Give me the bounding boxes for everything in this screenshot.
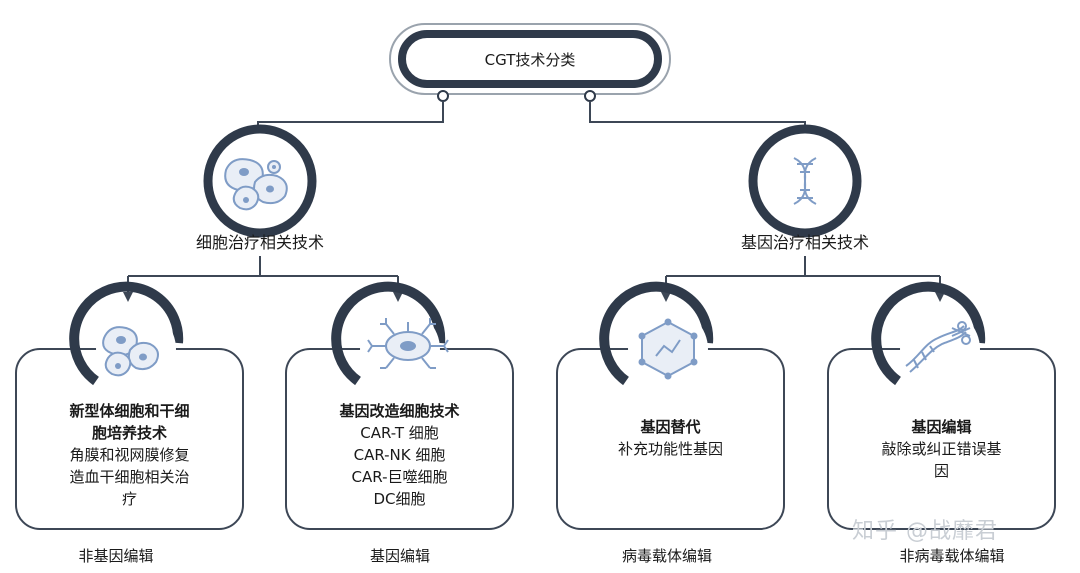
gene-scissors-icon [905,321,971,373]
card-1-text: 新型体细胞和干细 胞培养技术 角膜和视网膜修复 造血干细胞相关治 疗 [16,400,243,510]
card-2-body-line: DC细胞 [373,490,426,508]
card-4-caption: 非病毒载体编辑 [899,547,1005,565]
card-3-body-line: 补充功能性基因 [617,440,723,458]
card-1-caption: 非基因编辑 [78,547,154,565]
card-4 [827,281,1056,530]
card-2-text: 基因改造细胞技术 CAR-T 细胞 CAR-NK 细胞 CAR-巨噬细胞 DC细… [286,400,513,510]
card-1-body-line: 角膜和视网膜修复 [69,446,190,464]
engineered-cell-icon [367,318,449,369]
card-2-body-line: CAR-NK 细胞 [353,446,446,464]
card-1-body-line: 疗 [121,490,137,508]
branch-label-cell-therapy: 细胞治疗相关技术 [195,233,324,252]
card-2-body-line: CAR-巨噬细胞 [351,468,448,486]
card-2-title-line: 基因改造细胞技术 [339,402,460,420]
card-2 [285,281,514,530]
card-1-title-line: 胞培养技术 [91,424,167,442]
card-4-body-line: 敲除或纠正错误基 [881,440,1002,458]
card-2-caption: 基因编辑 [369,547,430,565]
card-4-title-line: 基因编辑 [911,418,972,436]
card-3-title-line: 基因替代 [640,418,701,436]
viral-vector-icon [638,318,698,380]
root-connectors [253,101,810,138]
card-3-caption: 病毒载体编辑 [621,547,712,565]
cells-icon [224,158,288,211]
root-node [389,23,671,102]
root-label: CGT技术分类 [484,51,576,69]
card-1-title-line: 新型体细胞和干细 [69,402,190,420]
card-2-body-line: CAR-T 细胞 [360,424,439,442]
card-3-text: 基因替代 补充功能性基因 [557,416,784,460]
dna-icon [793,157,817,205]
stem-cells-icon [102,326,159,377]
branch-connectors [123,256,945,302]
card-1-body-line: 造血干细胞相关治 [69,468,190,486]
card-4-body-line: 因 [933,462,949,480]
watermark: 知乎 @战靡君 [852,519,998,544]
branch-node-gene-therapy [748,124,862,238]
branch-label-gene-therapy: 基因治疗相关技术 [740,233,869,252]
card-1 [15,281,244,530]
card-4-text: 基因编辑 敲除或纠正错误基 因 [828,416,1055,482]
card-3 [556,281,785,530]
branch-node-cell-therapy [203,124,317,238]
